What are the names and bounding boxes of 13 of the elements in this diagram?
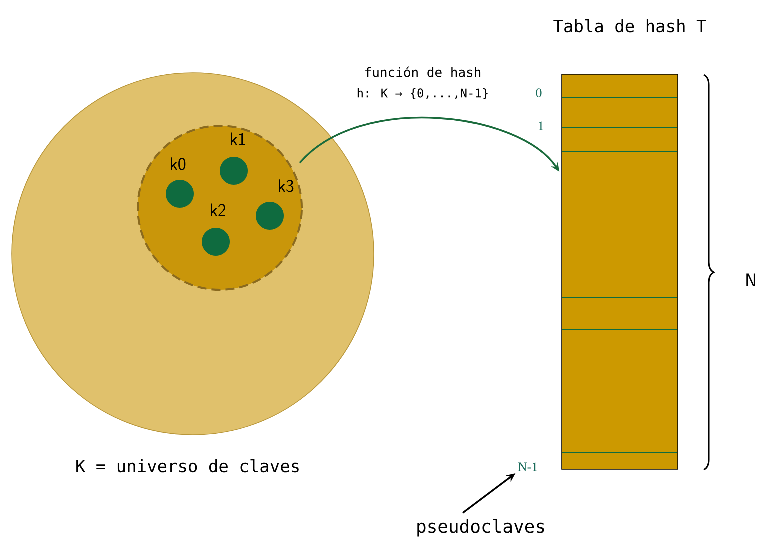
size-label: N	[746, 274, 756, 286]
row-index: 0	[536, 88, 542, 98]
key-label: k3	[279, 180, 294, 192]
row-index: 1	[538, 122, 544, 130]
circle-label: K = universo de claves	[76, 459, 299, 473]
row-index: N-1	[518, 462, 538, 472]
table-title: Tabla de hash T	[554, 19, 706, 33]
key-label: k2	[211, 204, 226, 216]
note-text: pseudoclaves	[418, 519, 544, 537]
key-label: k1	[231, 132, 246, 146]
function-formula: h: K → {0,...,N-1}	[358, 88, 488, 100]
key-label: k0	[171, 158, 186, 170]
edge-label: función de hash	[366, 66, 481, 78]
